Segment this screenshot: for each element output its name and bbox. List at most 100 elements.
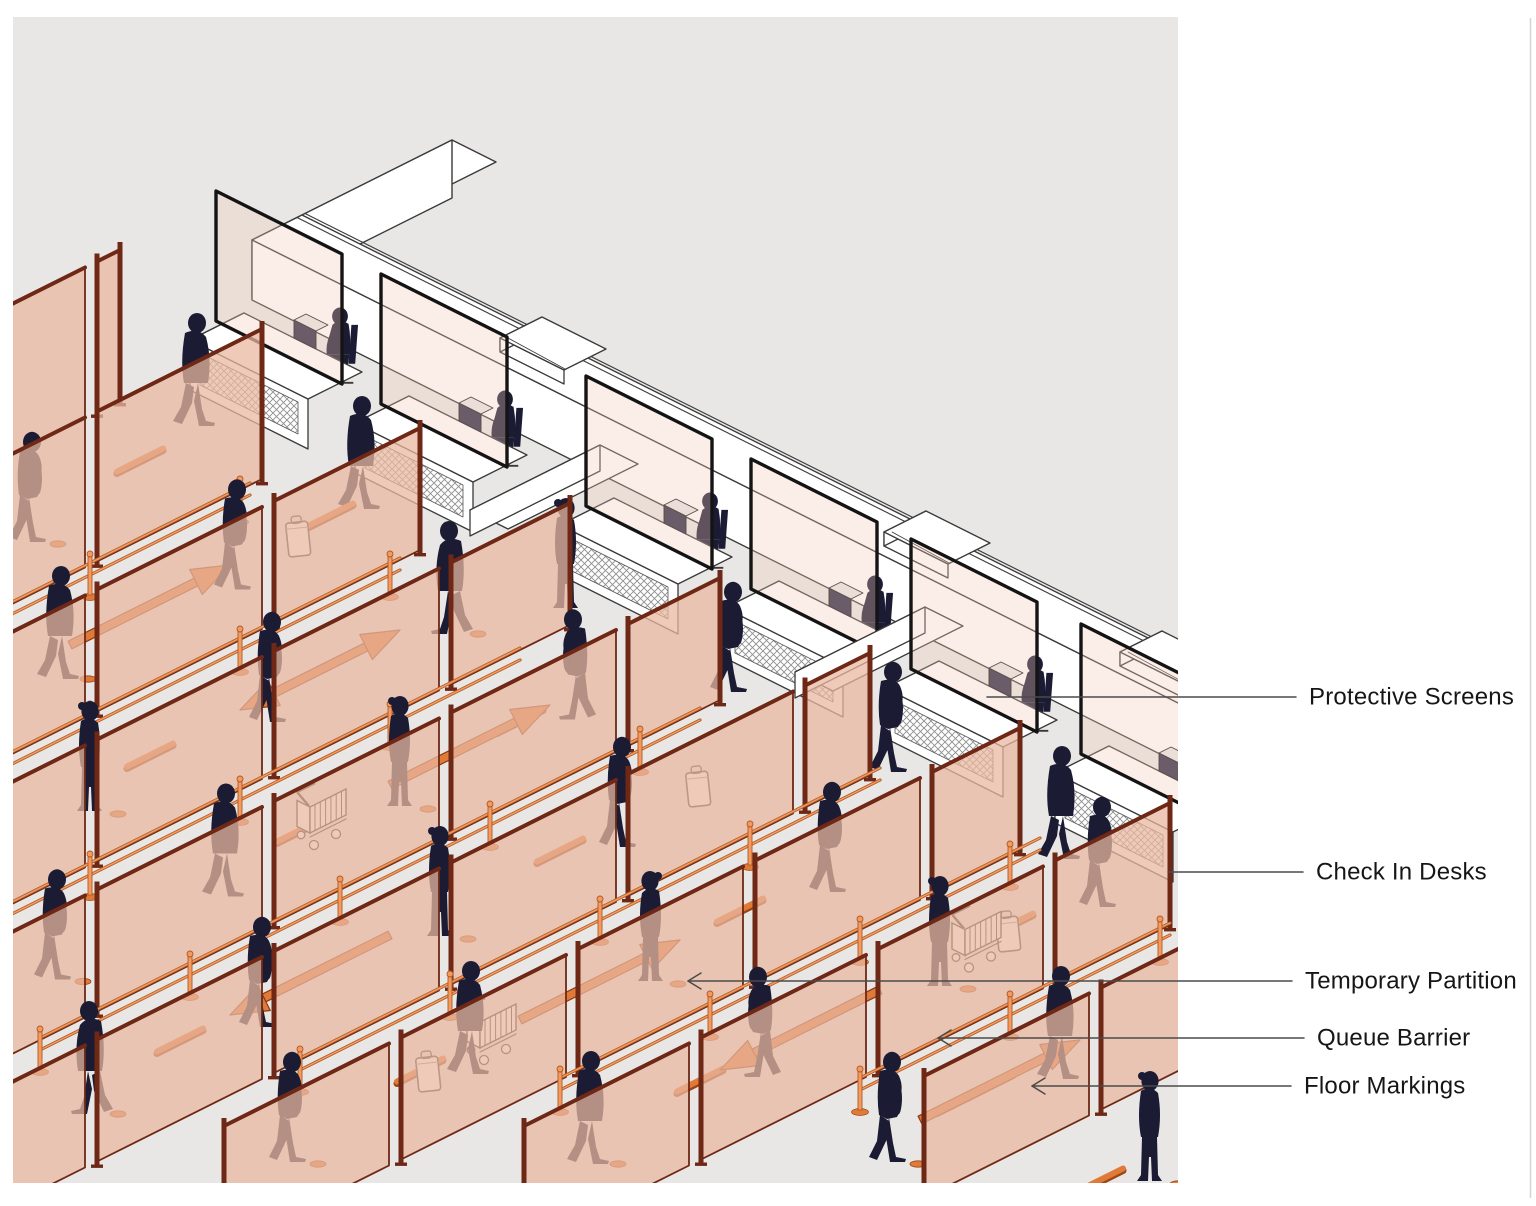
silhouette-head: [497, 390, 513, 409]
barrier-post-cap: [336, 875, 344, 883]
annotation-check-in-desks: Check In Desks: [1167, 859, 1487, 886]
partition-post: [1098, 979, 1104, 1116]
silhouette-body: [71, 1071, 92, 1114]
partition-post: [271, 643, 277, 779]
partition-top-rail: [1099, 946, 1178, 990]
barrier-post-cap: [296, 1045, 304, 1053]
barrier-post: [337, 879, 343, 921]
silhouette-body: [886, 1117, 906, 1162]
silhouette-head: [263, 611, 281, 633]
barrier-post: [237, 629, 243, 671]
silhouette-body: [734, 608, 743, 645]
barrier-post: [187, 954, 193, 996]
barrier-post: [857, 919, 863, 961]
desk-terminal-top: [1158, 746, 1178, 764]
partition-top-rail: [13, 415, 87, 456]
temporary-partition: [521, 795, 1176, 1183]
annotation-protective-screens: Protective Screens: [986, 684, 1514, 711]
silhouette-head: [867, 575, 883, 594]
protective-screen: [749, 457, 879, 654]
temporary-partition-panel: [96, 249, 121, 413]
silhouette-head: [1052, 966, 1070, 986]
annotation-queue-barrier: Queue Barrier: [937, 1025, 1470, 1052]
silhouette-head: [353, 396, 371, 416]
label-protective-screens: Protective Screens: [1309, 684, 1514, 711]
partition-top-rail: [95, 655, 264, 742]
barrier-post: [1007, 994, 1013, 1036]
annotation-floor-markings: Floor Markings: [1031, 1073, 1465, 1100]
silhouette-head: [1027, 655, 1043, 674]
partition-post: [448, 554, 454, 691]
silhouette-head: [228, 479, 246, 500]
partition-post: [94, 731, 100, 868]
silhouette-body: [1139, 1088, 1160, 1137]
silhouette-head: [80, 1001, 98, 1021]
partition-top-rail: [95, 248, 122, 264]
partition-top-rail: [449, 501, 572, 565]
barrier-post-cap: [1156, 915, 1164, 923]
silhouette-body: [887, 727, 907, 772]
barrier-rail: [559, 837, 1041, 1079]
baggage-belt-rail: [304, 212, 1178, 651]
barrier-post-cap: [1006, 990, 1014, 998]
partition-post: [929, 764, 935, 900]
dash-top: [1087, 1165, 1126, 1183]
stub-front: [469, 444, 601, 537]
desk-terminal-top: [458, 396, 494, 415]
barrier-post-cap: [186, 950, 194, 958]
silhouette-head: [283, 1051, 301, 1073]
partition-post: [448, 854, 454, 991]
partition-post: [94, 403, 100, 568]
partition-post: [717, 570, 723, 706]
partition-post: [398, 1029, 404, 1166]
desk-top-face: [884, 660, 1058, 748]
desk-top-face: [1054, 745, 1178, 833]
partition-top-rail: [13, 743, 87, 784]
desk-terminal-top: [293, 313, 329, 332]
silhouette-body: [718, 509, 729, 549]
partition-top-rail: [699, 953, 868, 1040]
protective-screen: [909, 537, 1039, 734]
suitcase: [499, 316, 607, 385]
partition-post: [117, 242, 123, 406]
partition-post: [802, 677, 808, 814]
temporary-partition: [221, 720, 1026, 1183]
partition-top-rail: [930, 726, 1022, 774]
barrier-post: [857, 1069, 863, 1111]
partition-top-rail: [522, 1041, 691, 1128]
barrier-post: [597, 899, 603, 941]
partition-post: [1167, 795, 1173, 931]
silhouette-head: [1053, 746, 1071, 766]
barrier-rail: [299, 779, 881, 1071]
partition-post: [698, 1029, 704, 1166]
barrier-post: [637, 729, 643, 771]
barrier-rail: [39, 707, 701, 1039]
silhouette-body: [1059, 816, 1080, 859]
protective-screen: [1079, 622, 1178, 805]
barrier-post-cap: [706, 990, 714, 998]
partition-top-rail: [626, 689, 795, 776]
leader-arrowhead-floor-markings: [1031, 1077, 1046, 1095]
silhouette-body: [727, 647, 747, 692]
suitcase-seam: [891, 531, 951, 564]
barrier-rail: [13, 494, 251, 615]
partition-post: [271, 793, 277, 929]
barrier-rail: [39, 719, 701, 1051]
silhouette-body: [326, 321, 351, 355]
silhouette-head: [253, 916, 271, 938]
partition-post: [259, 321, 265, 485]
barrier-post-cap: [856, 1065, 864, 1073]
silhouette-head: [823, 781, 841, 803]
silhouette-head: [883, 1051, 901, 1073]
partition-top-rail: [449, 628, 618, 715]
barrier-post-cap: [236, 775, 244, 783]
partition-top-rail: [13, 893, 87, 934]
partition-post: [271, 943, 277, 1079]
partition-post: [271, 493, 277, 629]
partition-post: [867, 645, 873, 781]
partition-post: [521, 1118, 527, 1183]
partition-top-rail: [272, 566, 441, 653]
silhouette-head: [1093, 796, 1111, 818]
silhouette-head: [613, 736, 631, 758]
